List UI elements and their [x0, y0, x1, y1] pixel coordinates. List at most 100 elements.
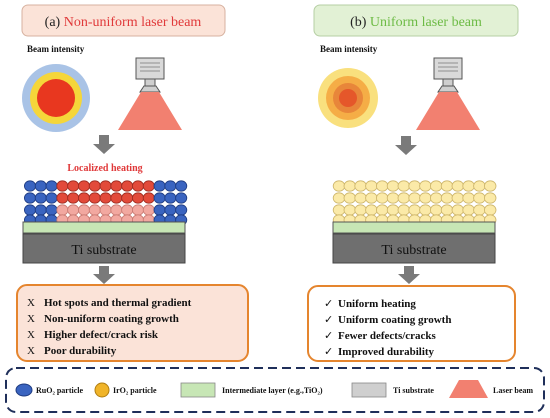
hot-particle [110, 192, 123, 204]
beam-intensity-label-b: Beam intensity [320, 44, 378, 54]
beam-intensity-label-a: Beam intensity [27, 44, 85, 54]
iro2-particle [397, 204, 411, 216]
ruo2-particle [45, 192, 58, 204]
ruo2-particle [153, 204, 166, 216]
hot-particle [88, 192, 101, 204]
ruo2-particle [34, 180, 47, 192]
substrate-legend-label: Ti substrate [393, 386, 434, 395]
intermediate-layer-b [332, 221, 496, 234]
hot-particle [142, 192, 155, 204]
localized-heating-label: Localized heating [67, 163, 142, 174]
panel-b-title: (b) Uniform laser beam [313, 4, 519, 37]
ruo2-particle [23, 204, 36, 216]
svg-text:Improved durability: Improved durability [338, 346, 435, 358]
hot-particle [131, 192, 144, 204]
iro2-particle [440, 180, 454, 192]
svg-text:(a) Non-uniform laser beam: (a) Non-uniform laser beam [45, 15, 202, 30]
arrow-down-b1 [395, 136, 417, 155]
particle-layer-a [23, 180, 188, 226]
svg-text:Uniform heating: Uniform heating [338, 298, 416, 310]
ruo2-particle [175, 180, 188, 192]
panel-a-title: (a) Non-uniform laser beam [21, 4, 226, 37]
iro2-particle [462, 180, 475, 192]
ti-substrate-label-b: Ti substrate [381, 243, 446, 258]
iro2-particle [332, 204, 346, 216]
svg-text:(b) Uniform laser beam: (b) Uniform laser beam [350, 15, 482, 30]
svg-text:✓: ✓ [324, 314, 333, 326]
ruo2-particle [23, 180, 36, 192]
laser-legend-marker [449, 380, 488, 398]
hot-particle [78, 180, 91, 192]
ruo2-particle [164, 204, 177, 216]
ruo2-particle [153, 192, 166, 204]
svg-text:✓: ✓ [324, 298, 333, 310]
substrate-legend-marker [351, 382, 387, 398]
iro2-particle [484, 192, 497, 204]
svg-text:Non-uniform coating growth: Non-uniform coating growth [44, 313, 179, 325]
outcome-item-b-3: ✓ Improved durability [324, 346, 435, 358]
laser-head-a [118, 57, 182, 130]
legend: RuO₂ particle IrO₂ particle Intermediate… [5, 367, 545, 413]
hot-particle [67, 180, 80, 192]
iro2-particle [386, 192, 400, 204]
iro2-particle [343, 192, 357, 204]
ruo2-legend-label: RuO₂ particle [36, 386, 84, 395]
svg-text:✓: ✓ [324, 346, 333, 358]
hot-particle [99, 192, 112, 204]
laser-legend-label: Laser beam [493, 386, 533, 395]
hot-particle [121, 180, 134, 192]
intermediate-layer-a [22, 221, 186, 234]
ruo2-legend-marker [15, 383, 33, 397]
iro2-particle [451, 180, 465, 192]
outcome-box-b: ✓ Uniform heating ✓ Uniform coating grow… [307, 285, 516, 362]
svg-text:Poor durability: Poor durability [44, 345, 117, 357]
iro2-particle [484, 180, 497, 192]
iro2-particle [419, 204, 432, 216]
outcome-box-a: X Hot spots and thermal gradient X Non-u… [16, 284, 249, 362]
svg-text:Higher defect/crack risk: Higher defect/crack risk [44, 329, 159, 341]
iro2-particle [408, 192, 421, 204]
ruo2-particle [175, 192, 188, 204]
iro2-particle [473, 180, 486, 192]
ruo2-particle [175, 204, 188, 216]
iro2-legend-label: IrO₂ particle [113, 386, 157, 395]
ti-substrate-b [332, 233, 496, 264]
ruo2-particle [153, 180, 166, 192]
iro2-particle [354, 204, 367, 216]
iro2-particle [332, 180, 346, 192]
ti-substrate-label-a: Ti substrate [71, 243, 136, 258]
ruo2-particle [23, 192, 36, 204]
warm-particle [56, 204, 69, 216]
iro2-particle [365, 204, 378, 216]
hot-particle [131, 180, 144, 192]
iro2-particle [484, 204, 497, 216]
hot-particle [142, 180, 155, 192]
ruo2-particle [45, 204, 58, 216]
iro2-particle [386, 180, 400, 192]
iro2-particle [365, 192, 378, 204]
svg-text:X: X [27, 313, 35, 325]
iro2-legend-marker [94, 382, 110, 398]
iro2-particle [451, 204, 465, 216]
iro2-particle [408, 180, 421, 192]
ti-substrate-a [22, 233, 186, 264]
svg-text:✓: ✓ [324, 330, 333, 342]
hot-particle [67, 192, 80, 204]
iro2-particle [430, 180, 443, 192]
iro2-particle [473, 192, 486, 204]
ruo2-particle [164, 192, 177, 204]
iro2-particle [430, 192, 443, 204]
iro2-particle [462, 192, 475, 204]
outcome-item-b-2: ✓ Fewer defects/cracks [324, 330, 437, 342]
outcome-item-b-1: ✓ Uniform coating growth [324, 314, 451, 326]
iro2-particle [376, 180, 389, 192]
hot-particle [56, 192, 69, 204]
iro2-particle [430, 204, 443, 216]
intermediate-legend-label: Intermediate layer (e.g.,TiO₂) [222, 386, 323, 395]
hot-particle [121, 192, 134, 204]
svg-text:Fewer defects/cracks: Fewer defects/cracks [338, 330, 437, 342]
ruo2-particle [34, 204, 47, 216]
iro2-particle [332, 192, 346, 204]
iro2-particle [376, 204, 389, 216]
